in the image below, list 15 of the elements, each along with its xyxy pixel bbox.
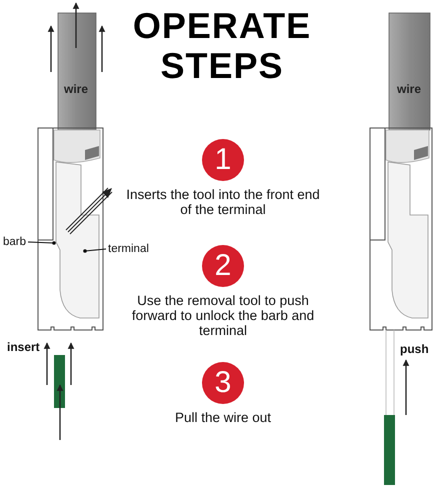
part-label: terminal	[108, 243, 149, 255]
step-number-circle: 3	[202, 362, 244, 404]
step-number-circle: 1	[202, 139, 244, 181]
direction-label: insert	[7, 340, 40, 354]
direction-label: push	[400, 342, 429, 356]
wire-label: wire	[397, 82, 422, 96]
wire-label: wire	[64, 82, 88, 96]
title: OPERATE STEPS	[132, 6, 312, 86]
step-description: Use the removal tool to push forward to unlock the barb and terminal	[130, 293, 316, 338]
step-description: Pull the wire out	[174, 410, 272, 425]
part-label: barb	[3, 236, 26, 248]
step-number-circle: 2	[202, 245, 244, 287]
leader-line	[28, 241, 56, 245]
step-description: Inserts the tool into the front end of the terminal	[125, 187, 321, 217]
leader-line	[83, 248, 106, 253]
